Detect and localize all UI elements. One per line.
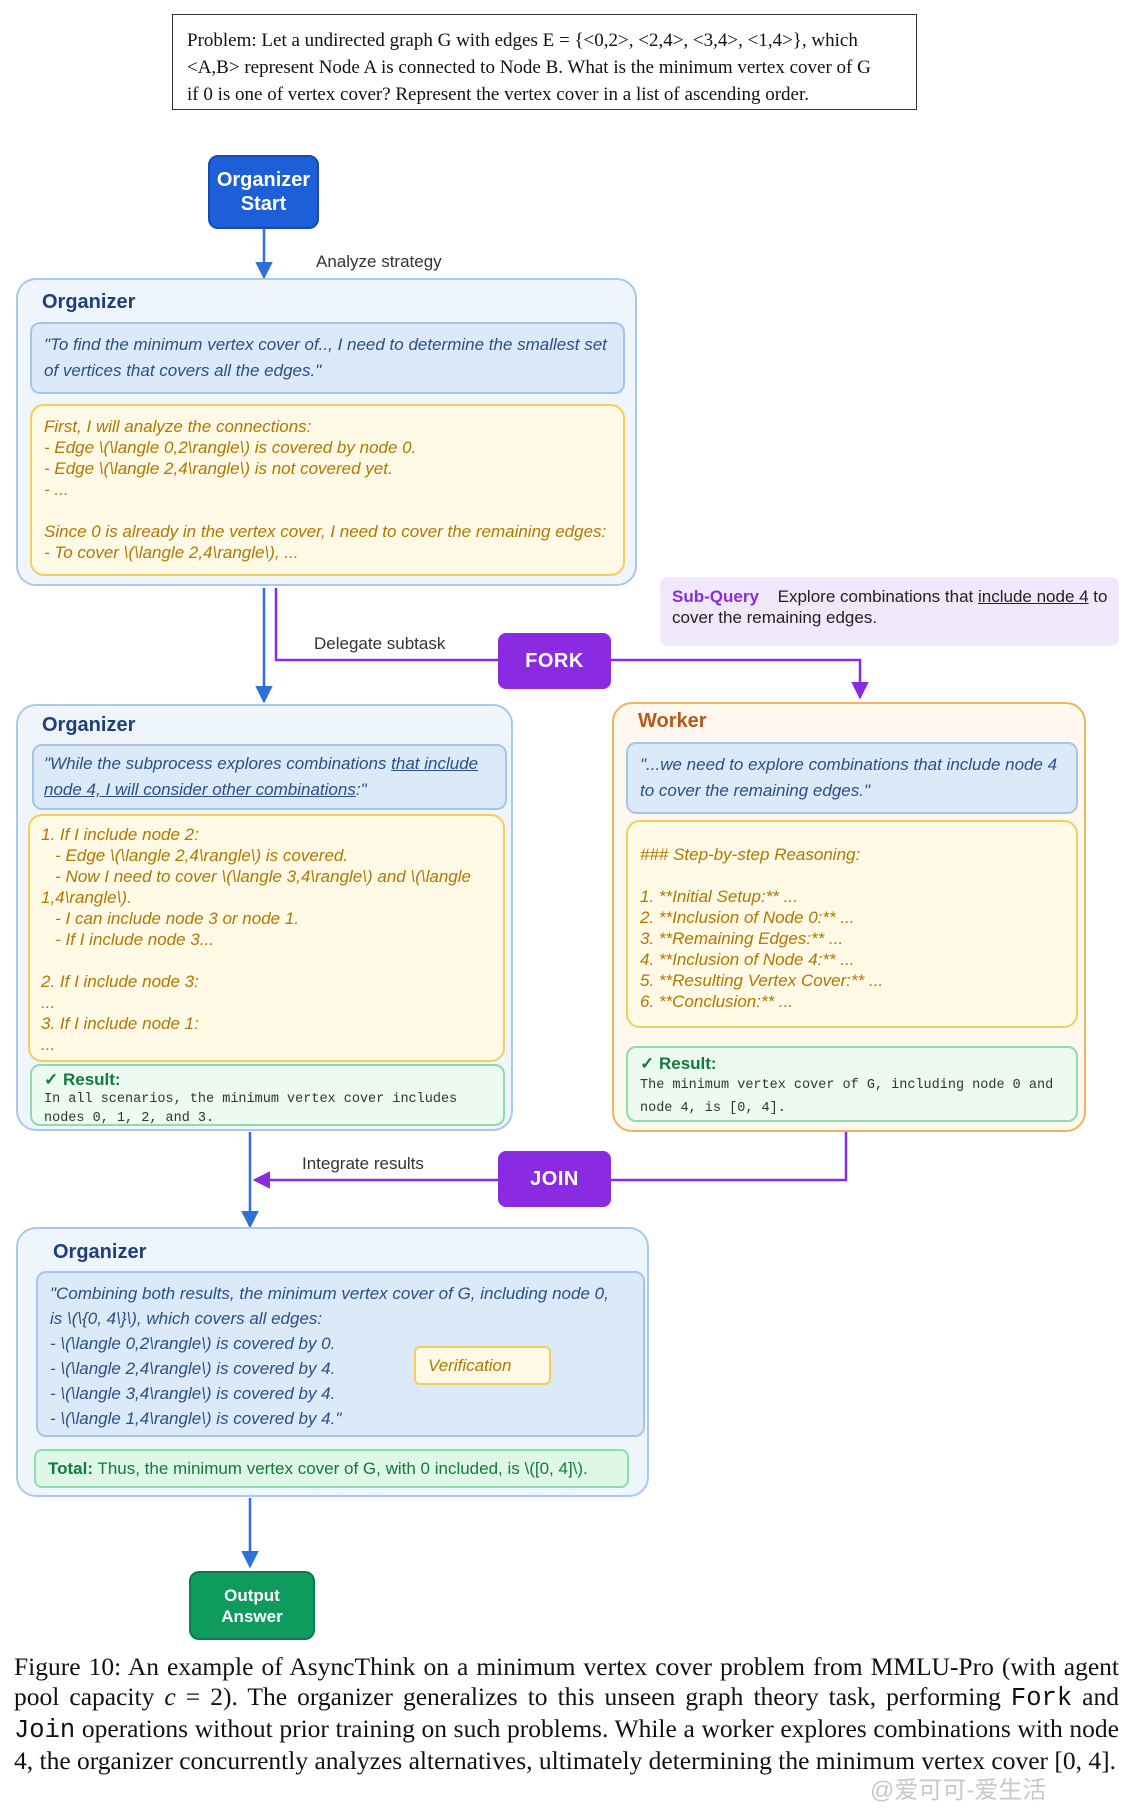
figure-caption: Figure 10: An example of AsyncThink on a… [14, 1652, 1119, 1776]
sub-query-line-2: cover the remaining edges. [672, 608, 878, 627]
delegate-subtask-label: Delegate subtask [314, 634, 446, 653]
organizer-reasoning: 1. If I include node 2: - Edge \(\langle… [28, 814, 505, 1062]
organizer-result: ✓ Result: In all scenarios, the minimum … [30, 1064, 505, 1126]
worker-title: Worker [638, 710, 707, 732]
reasoning-line: - To cover \(\langle 2,4\rangle\), ... [44, 543, 299, 562]
quote-underlined: that include [391, 754, 479, 773]
caption-text: operations without prior training on suc… [14, 1714, 1119, 1775]
reasoning-line: - Edge \(\langle 2,4\rangle\) is covered… [41, 846, 349, 865]
sub-query-text-end: to [1088, 587, 1108, 606]
reasoning-line: Since 0 is already in the vertex cover, … [44, 522, 607, 541]
start-line-2: Start [240, 193, 287, 215]
reasoning-line: - I can include node 3 or node 1. [41, 909, 300, 928]
quote-text: "While the subprocess explores combinati… [44, 754, 392, 773]
conclusion-line: - \(\langle 1,4\rangle\) is covered by 4… [50, 1409, 342, 1428]
reasoning-line: 3. **Remaining Edges:** ... [640, 929, 844, 948]
result-label: ✓ Result: [44, 1070, 121, 1089]
reasoning-line: ... [41, 1035, 56, 1054]
quote-line: "...we need to explore combinations that… [640, 755, 1058, 774]
reasoning-line: 6. **Conclusion:** ... [640, 992, 794, 1011]
conclusion-line: is \(\{0, 4\}\), which covers all edges: [50, 1309, 323, 1328]
conclusion-line: "Combining both results, the minimum ver… [50, 1284, 609, 1303]
organizer-title: Organizer [42, 291, 136, 313]
worker-panel: Worker "...we need to explore combinatio… [612, 702, 1086, 1132]
sub-query-note: Sub-Query Explore combinations that incl… [660, 577, 1119, 646]
verification-tag: Verification [414, 1346, 551, 1385]
organizer-title: Organizer [53, 1241, 147, 1263]
problem-line-2: <A,B> represent Node A is connected to N… [187, 57, 871, 78]
worker-reasoning: ### Step-by-step Reasoning: 1. **Initial… [626, 820, 1078, 1028]
sub-query-underlined: include node 4 [977, 587, 1089, 606]
conclusion-line: - \(\langle 0,2\rangle\) is covered by 0… [50, 1334, 336, 1353]
caption-code: Fork [1010, 1684, 1073, 1713]
output-answer-node: Output Answer [189, 1571, 315, 1640]
worker-result: ✓ Result: The minimum vertex cover of G,… [626, 1046, 1078, 1122]
total-result: Total: Thus, the minimum vertex cover of… [34, 1449, 629, 1488]
result-label: ✓ Result: [640, 1054, 717, 1073]
organizer-reasoning: First, I will analyze the connections: -… [30, 404, 625, 576]
reasoning-line: 3. If I include node 1: [41, 1014, 199, 1033]
result-line: The minimum vertex cover of G, including… [640, 1078, 1054, 1093]
quote-line: of vertices that covers all the edges." [44, 361, 322, 380]
reasoning-line: 2. **Inclusion of Node 0:** ... [640, 908, 855, 927]
result-line: In all scenarios, the minimum vertex cov… [44, 1092, 458, 1107]
caption-code: Join [14, 1716, 76, 1745]
quote-text: :" [355, 780, 367, 799]
quote-underlined: node 4, I will consider other combinatio… [44, 780, 356, 799]
reasoning-line: 2. If I include node 3: [41, 972, 199, 991]
organizer-panel-1: Organizer "To find the minimum vertex co… [16, 278, 637, 586]
organizer-start-node: Organizer Start [208, 155, 319, 229]
caption-text: = 2). The organizer generalizes to this … [175, 1682, 1011, 1711]
integrate-results-label: Integrate results [302, 1154, 424, 1173]
reasoning-line [41, 950, 492, 971]
problem-line-1: Problem: Let a undirected graph G with e… [187, 30, 858, 51]
quote-line: "To find the minimum vertex cover of.., … [44, 335, 607, 354]
conclusion-line: - \(\langle 2,4\rangle\) is covered by 4… [50, 1359, 336, 1378]
fork-operation: FORK [498, 633, 611, 689]
reasoning-line: - ... [44, 480, 69, 499]
reasoning-line: ... [41, 993, 56, 1012]
caption-text: and [1072, 1682, 1119, 1711]
total-label: Total: [48, 1459, 94, 1478]
quote-line: to cover the remaining edges." [640, 781, 870, 800]
organizer-title: Organizer [42, 714, 136, 736]
output-line-2: Answer [221, 1606, 283, 1626]
total-text: Thus, the minimum vertex cover of G, wit… [93, 1459, 588, 1478]
caption-variable: c [164, 1682, 176, 1711]
reasoning-line: First, I will analyze the connections: [44, 417, 312, 436]
reasoning-line: 4. **Inclusion of Node 4:** ... [640, 950, 855, 969]
conclusion-line: - \(\langle 3,4\rangle\) is covered by 4… [50, 1384, 336, 1403]
organizer-quote: "While the subprocess explores combinati… [32, 744, 507, 810]
reasoning-line [640, 865, 1064, 886]
sub-query-label: Sub-Query [672, 587, 759, 606]
organizer-quote: "To find the minimum vertex cover of.., … [30, 322, 625, 394]
reasoning-line: 1,4\rangle\). [41, 888, 132, 907]
watermark: @爱可可-爱生活 [870, 1777, 1047, 1804]
sub-query-text: Explore combinations that [777, 587, 978, 606]
analyze-strategy-label: Analyze strategy [316, 252, 442, 271]
start-line-1: Organizer [216, 169, 311, 191]
reasoning-line [44, 500, 611, 521]
problem-line-3: if 0 is one of vertex cover? Represent t… [187, 84, 810, 105]
organizer-panel-2: Organizer "While the subprocess explores… [16, 704, 513, 1131]
join-path [252, 1132, 848, 1189]
reasoning-line: 1. **Initial Setup:** ... [640, 887, 798, 906]
reasoning-line: ### Step-by-step Reasoning: [640, 845, 861, 864]
problem-statement: Problem: Let a undirected graph G with e… [172, 14, 917, 110]
caption-text: Figure 10: An example of AsyncThink on a… [14, 1652, 1119, 1711]
result-line: node 4, is [0, 4]. [640, 1101, 786, 1116]
reasoning-line: - If I include node 3... [41, 930, 214, 949]
output-line-1: Output [224, 1585, 280, 1605]
reasoning-line: - Edge \(\langle 0,2\rangle\) is covered… [44, 438, 417, 457]
organizer-conclusion: "Combining both results, the minimum ver… [36, 1271, 645, 1437]
reasoning-line: 1. If I include node 2: [41, 825, 199, 844]
worker-quote: "...we need to explore combinations that… [626, 742, 1078, 814]
result-line: nodes 0, 1, 2, and 3. [44, 1111, 215, 1126]
reasoning-line: - Edge \(\langle 2,4\rangle\) is not cov… [44, 459, 393, 478]
join-operation: JOIN [498, 1151, 611, 1207]
reasoning-line: - Now I need to cover \(\langle 3,4\rang… [41, 867, 471, 886]
reasoning-line: 5. **Resulting Vertex Cover:** ... [640, 971, 884, 990]
